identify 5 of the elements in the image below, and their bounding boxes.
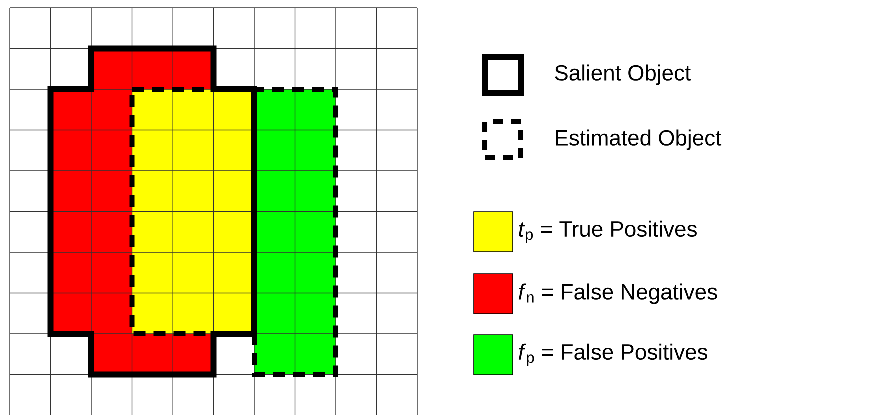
legend-label: f$_{p}$ = False Positives xyxy=(518,344,708,366)
legend-label: Salient Object xyxy=(555,64,691,86)
legend-label: Estimated Object xyxy=(556,130,722,150)
legend-label: t$_{p}$ = True Positives xyxy=(519,220,697,244)
legend-label: f$_{n}$ = False Negatives xyxy=(518,284,718,304)
